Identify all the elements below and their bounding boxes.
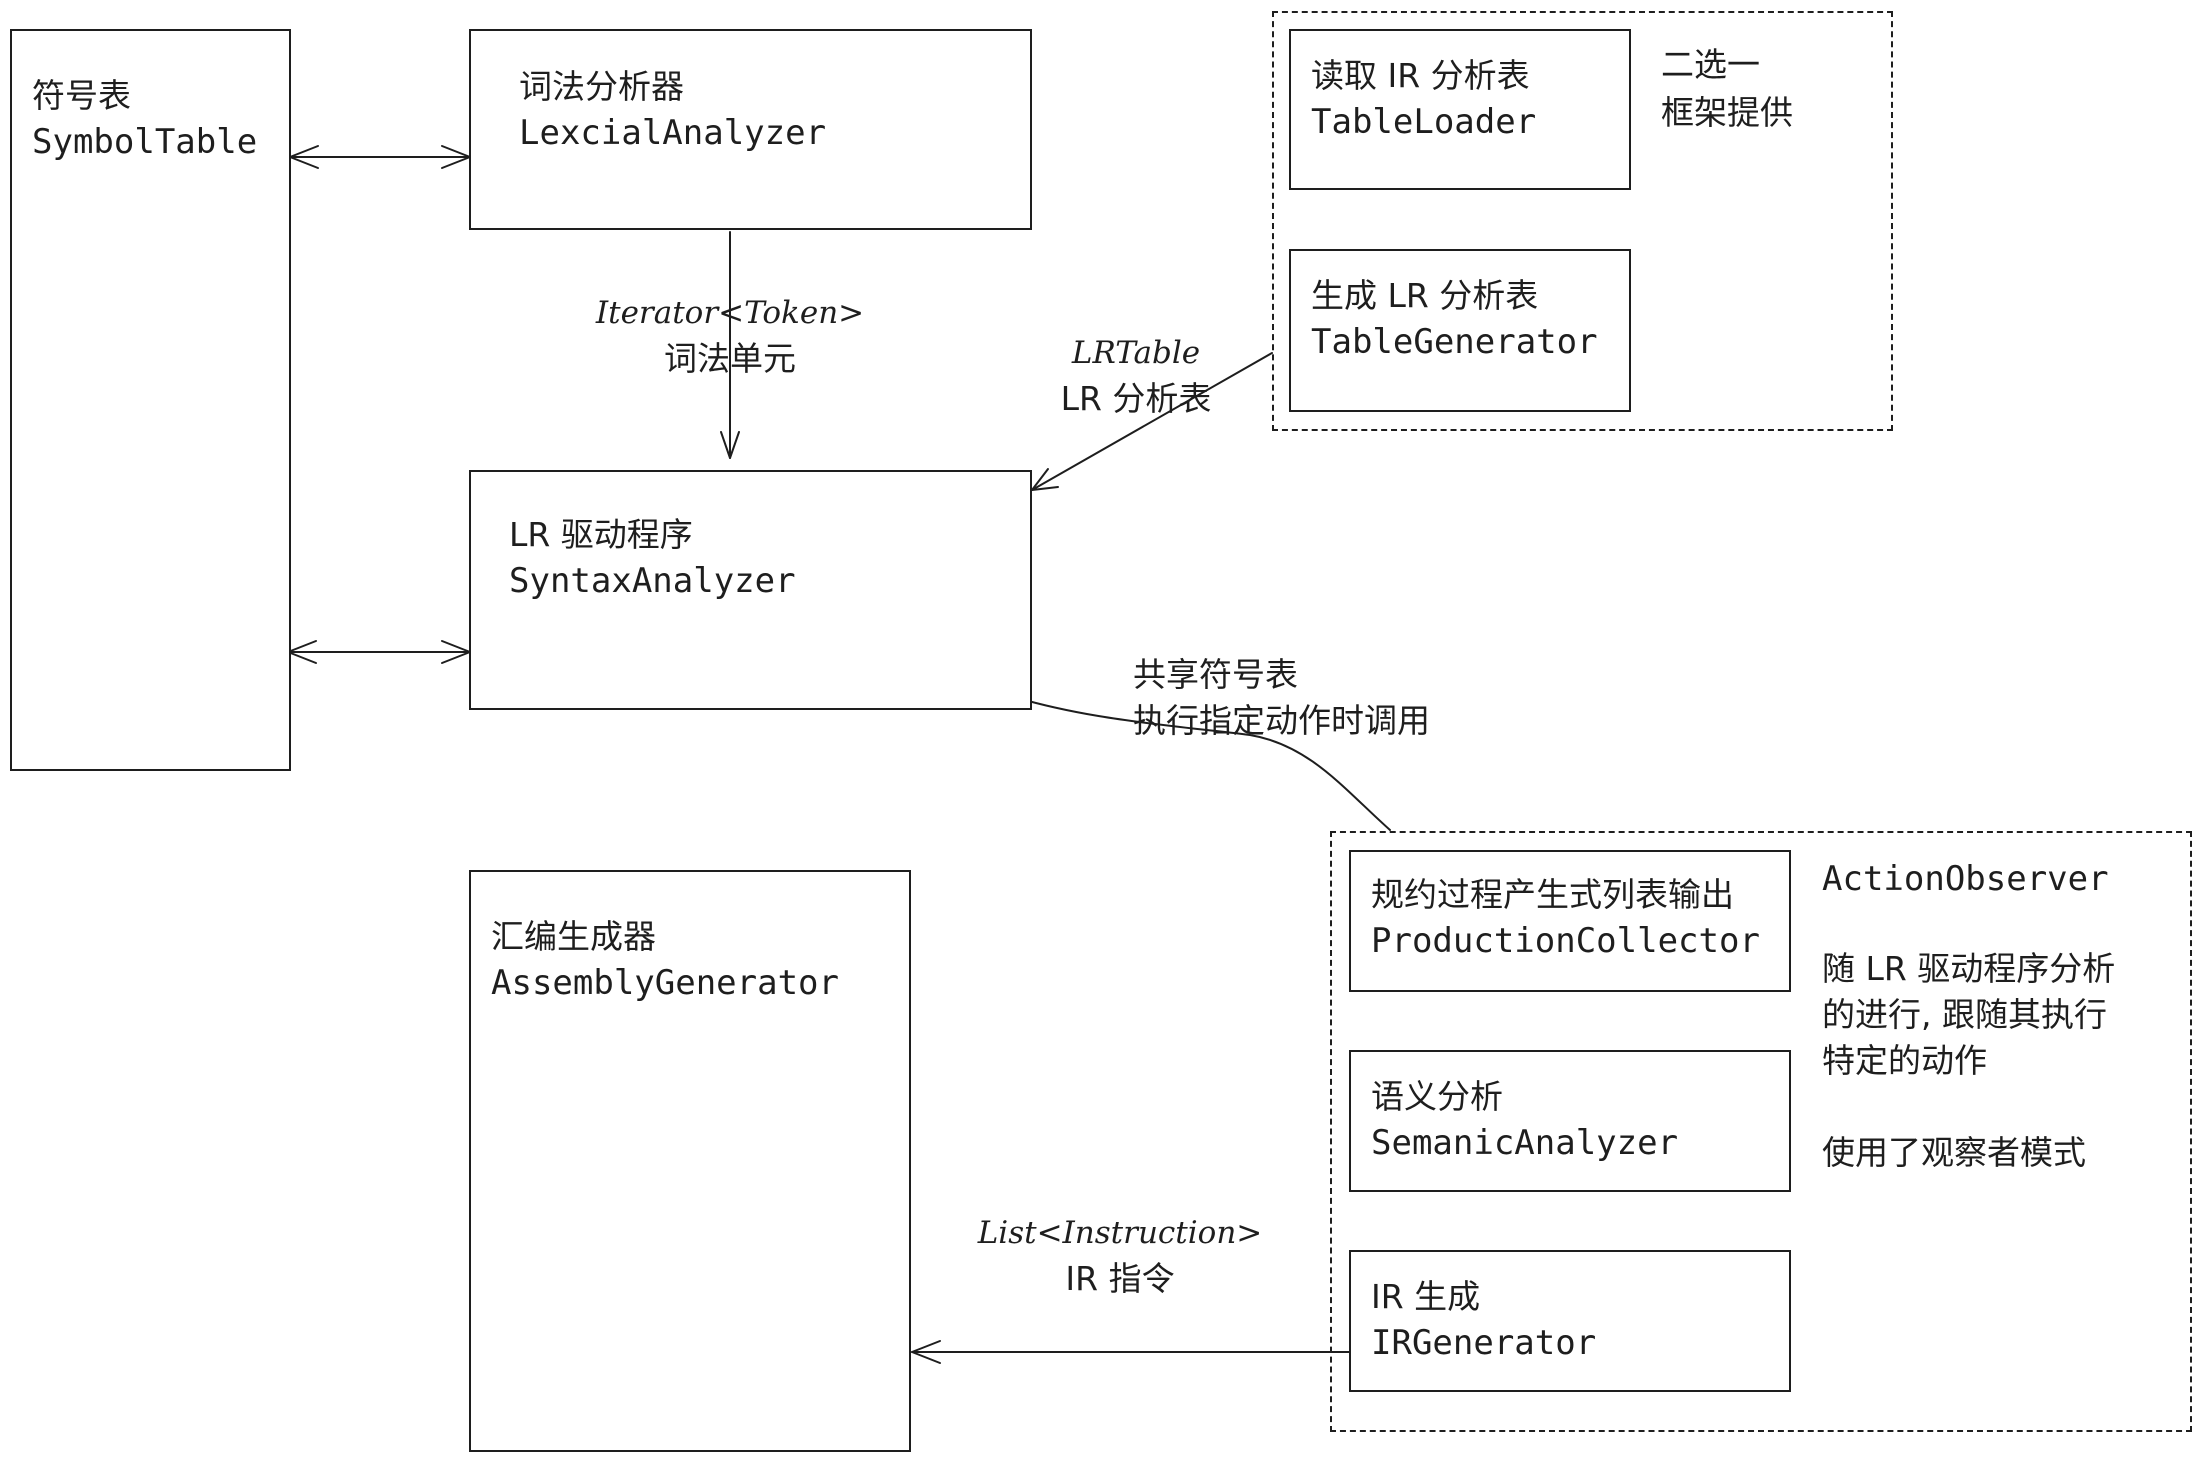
table-loader-node[interactable]: 读取 IR 分析表 TableLoader <box>1289 29 1631 190</box>
semantic-analyzer-node[interactable]: 语义分析 SemanicAnalyzer <box>1349 1050 1791 1192</box>
symbol-table-node[interactable]: 符号表 SymbolTable <box>10 29 291 771</box>
node-label-en: TableLoader <box>1311 102 1537 142</box>
node-label-en: ProductionCollector <box>1371 921 1760 961</box>
table-provider-note-line1: 二选一 <box>1661 45 1760 84</box>
edge-ir-assembly-label: IR 指令 <box>1065 1259 1175 1298</box>
action-observer-desc-line1: 随 LR 驱动程序分析 <box>1822 949 2116 988</box>
action-observer-desc-line3: 特定的动作 <box>1822 1041 1987 1080</box>
syntax-analyzer-node[interactable]: LR 驱动程序 SyntaxAnalyzer <box>469 470 1032 710</box>
edge-lexer-parser <box>720 231 740 459</box>
node-label-cn: 规约过程产生式列表输出 <box>1371 875 1734 914</box>
edge-shared-symbol-table-line1: 共享符号表 <box>1133 655 1298 694</box>
node-label-en: LexcialAnalyzer <box>519 113 827 153</box>
action-observer-desc-line2: 的进行, 跟随其执行 <box>1822 995 2107 1034</box>
edge-parser-observer <box>991 689 1391 831</box>
node-label-cn: 读取 IR 分析表 <box>1311 56 1530 95</box>
node-label-cn: IR 生成 <box>1371 1277 1481 1316</box>
action-observer-title: ActionObserver <box>1822 859 2109 899</box>
edge-symboltable-parser <box>287 640 471 664</box>
edge-shared-symbol-table-line2: 执行指定动作时调用 <box>1133 701 1430 740</box>
edge-ir-assembly <box>911 1340 1351 1364</box>
lexical-analyzer-node[interactable]: 词法分析器 LexcialAnalyzer <box>469 29 1032 230</box>
ir-generator-node[interactable]: IR 生成 IRGenerator <box>1349 1250 1791 1392</box>
node-label-en: IRGenerator <box>1371 1323 1597 1363</box>
edge-table-parser-label: LR 分析表 <box>1060 379 1212 418</box>
node-label-cn: 语义分析 <box>1371 1077 1503 1116</box>
node-label-en: SyntaxAnalyzer <box>509 561 796 601</box>
action-observer-pattern-note: 使用了观察者模式 <box>1822 1133 2086 1172</box>
edge-symboltable-lexer <box>289 145 471 169</box>
node-label-en: AssemblyGenerator <box>491 963 839 1003</box>
table-provider-note-line2: 框架提供 <box>1661 93 1793 132</box>
edge-lexer-parser-type: Iterator<Token> <box>595 295 865 331</box>
node-label-en: SymbolTable <box>32 122 258 162</box>
edge-ir-assembly-type: List<Instruction> <box>977 1215 1263 1251</box>
node-label-en: SemanicAnalyzer <box>1371 1123 1679 1163</box>
node-label-en: TableGenerator <box>1311 322 1598 362</box>
node-label-cn: 生成 LR 分析表 <box>1311 276 1539 315</box>
edge-table-parser <box>1031 352 1273 491</box>
node-label-cn: 汇编生成器 <box>491 917 656 956</box>
node-label-cn: LR 驱动程序 <box>509 515 693 554</box>
node-label-cn: 符号表 <box>32 76 131 115</box>
table-provider-group <box>1272 11 1893 431</box>
table-generator-node[interactable]: 生成 LR 分析表 TableGenerator <box>1289 249 1631 412</box>
production-collector-node[interactable]: 规约过程产生式列表输出 ProductionCollector <box>1349 850 1791 992</box>
assembly-generator-node[interactable]: 汇编生成器 AssemblyGenerator <box>469 870 911 1452</box>
edge-lexer-parser-label: 词法单元 <box>664 339 796 378</box>
edge-table-parser-type: LRTable <box>1071 335 1201 371</box>
node-label-cn: 词法分析器 <box>519 67 684 106</box>
action-observer-group <box>1330 831 2192 1432</box>
